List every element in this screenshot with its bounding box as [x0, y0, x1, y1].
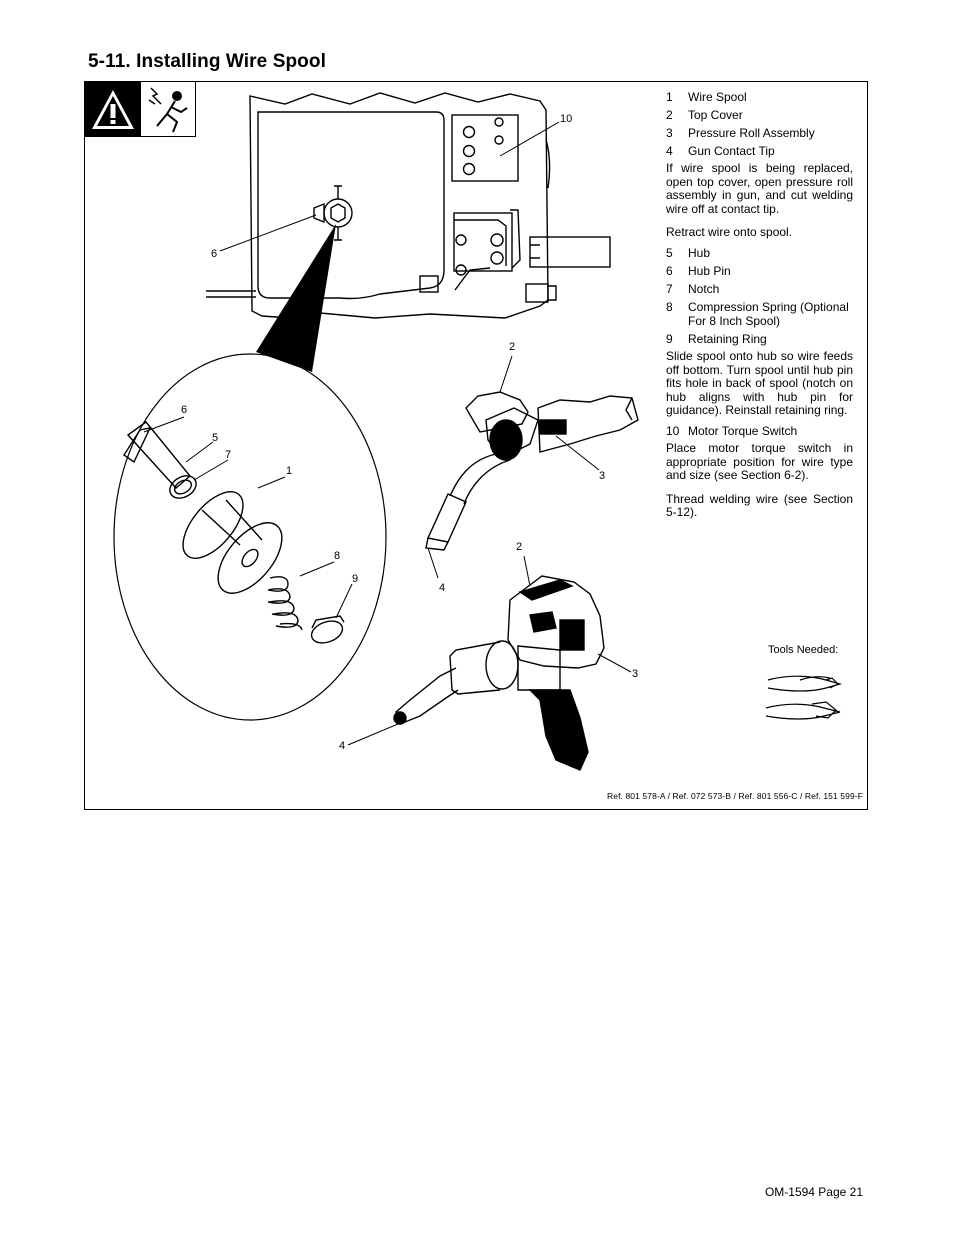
- instruction-paragraph: Retract wire onto spool.: [666, 225, 793, 240]
- instruction-paragraph: If wire spool is being replaced, open to…: [666, 161, 853, 216]
- callout-3-upper: 3: [599, 470, 606, 482]
- callout-4-upper: 4: [439, 582, 446, 594]
- instruction-paragraph: Thread welding wire (see Section 5-12).: [666, 491, 853, 520]
- section-title: 5-11. Installing Wire Spool: [88, 51, 326, 72]
- reference-line: Ref. 801 578-A / Ref. 072 573-B / Ref. 8…: [607, 791, 863, 801]
- instruction-paragraph: Place motor torque switch in appropriate…: [666, 440, 853, 483]
- illustration-frame: [84, 81, 868, 810]
- callout-8: 8: [334, 550, 341, 562]
- callout-6-top: 6: [211, 248, 218, 260]
- welder-electric-shock-icon: [140, 81, 196, 137]
- instruction-paragraph: Slide spool onto hub so wire feeds off b…: [666, 348, 853, 418]
- callout-7: 7: [225, 449, 232, 461]
- callout-2-upper: 2: [509, 341, 516, 353]
- tools-needed-label: Tools Needed:: [768, 644, 839, 656]
- callout-2-lower: 2: [516, 541, 523, 553]
- callout-1: 1: [286, 465, 293, 477]
- safety-icons: [84, 81, 197, 138]
- warning-triangle-icon: [84, 81, 140, 137]
- page-footer: OM-1594 Page 21: [764, 1185, 863, 1199]
- callout-10: 10: [560, 113, 573, 125]
- callout-6-inset: 6: [181, 404, 188, 416]
- callout-4-lower: 4: [339, 740, 346, 752]
- callout-9: 9: [352, 573, 359, 585]
- callout-5: 5: [212, 432, 219, 444]
- callout-3-lower: 3: [632, 668, 639, 680]
